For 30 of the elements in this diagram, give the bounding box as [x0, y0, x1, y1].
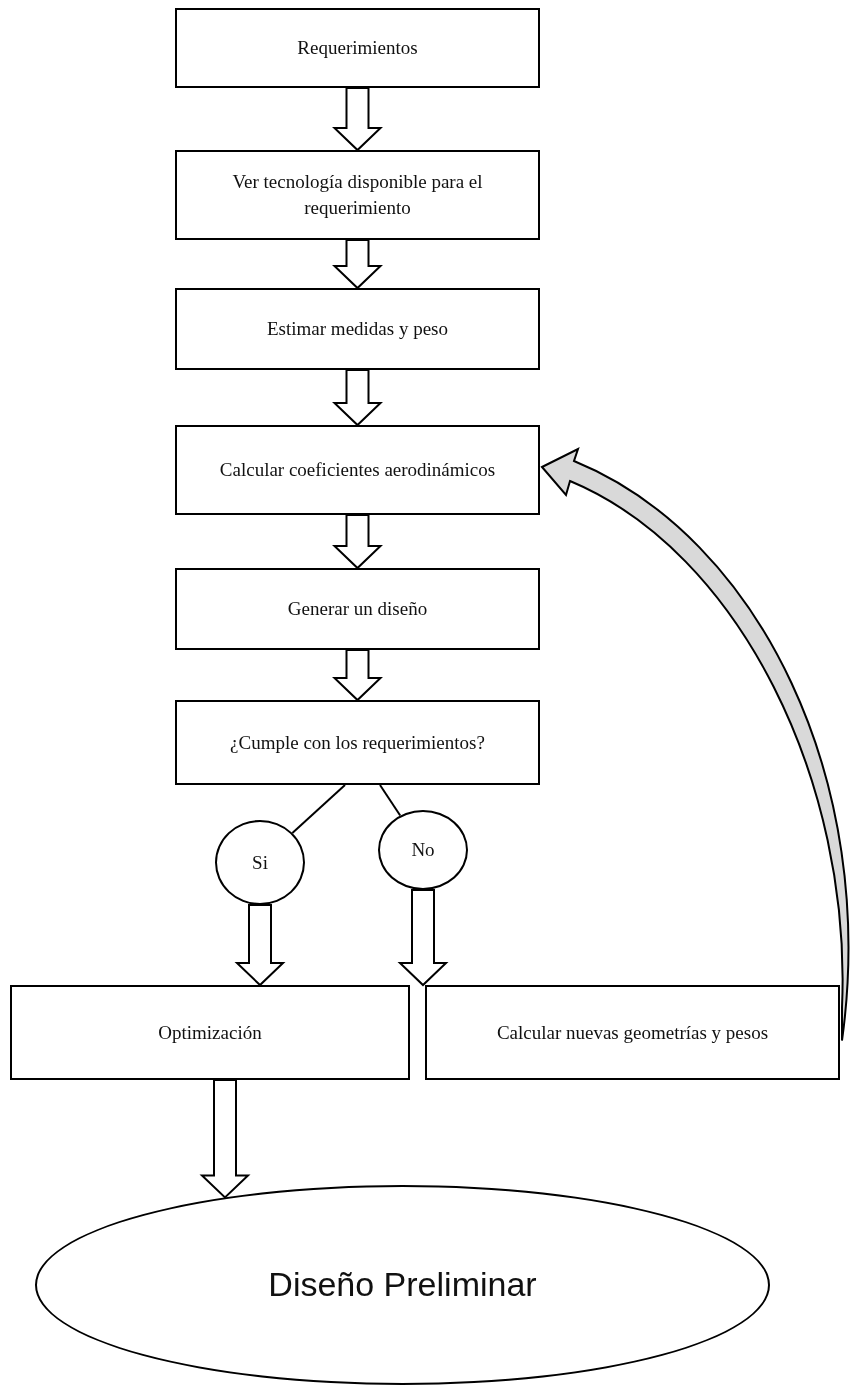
node-text: Optimización [158, 1020, 262, 1045]
process-box [175, 8, 540, 88]
connector-line [291, 784, 346, 834]
block-arrow [332, 649, 383, 702]
process-box [175, 288, 540, 370]
node-text: Calcular coeficientes aerodinámicos [219, 458, 496, 483]
node-text: Requerimientos [297, 36, 418, 61]
process-box [175, 150, 540, 240]
node-text: ¿Cumple con los requerimientos? [230, 730, 485, 755]
connector-line [379, 784, 402, 817]
node-text: No [411, 838, 435, 863]
block-arrow [332, 87, 383, 152]
process-box [175, 700, 540, 785]
block-arrow [199, 1079, 251, 1199]
block-arrow [332, 514, 383, 570]
curved-block-arrow [541, 448, 849, 1042]
node-text: Diseño Preliminar [268, 1264, 537, 1306]
node-text: Generar un diseño [287, 597, 428, 622]
process-box [175, 425, 540, 515]
process-box [425, 985, 840, 1080]
block-arrow [234, 904, 286, 987]
block-arrow [397, 889, 449, 987]
block-arrow [332, 239, 383, 290]
block-arrow [332, 369, 383, 427]
process-box [175, 568, 540, 650]
node-text: Si [252, 850, 268, 875]
node-text: Calcular nuevas geometrías y pesos [496, 1020, 769, 1045]
node-text: Estimar medidas y peso [267, 317, 448, 342]
process-box [10, 985, 410, 1080]
node-text: Ver tecnología disponible para el requerimiento [231, 170, 484, 220]
